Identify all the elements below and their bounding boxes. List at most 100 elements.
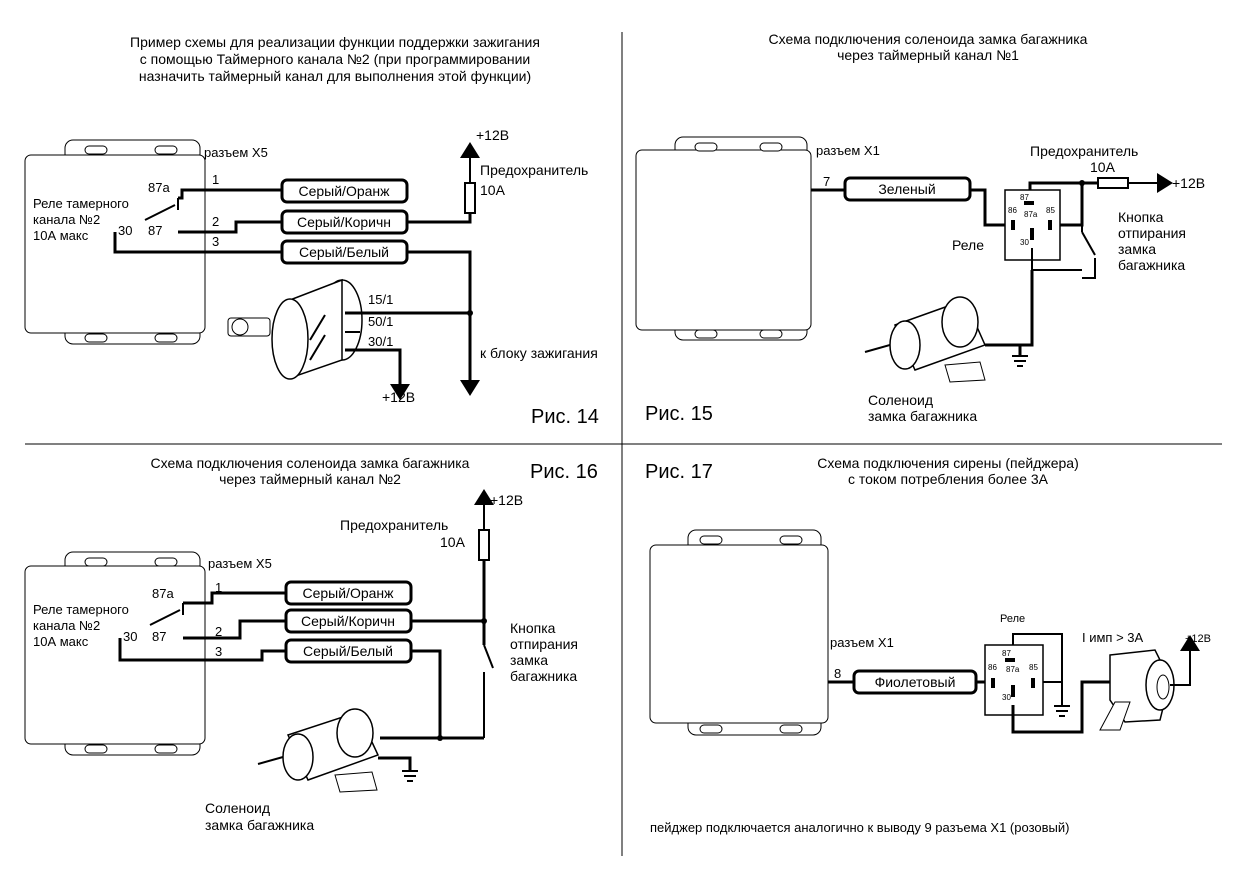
fig15-solenoid-label-1: Соленоид	[868, 392, 933, 408]
fig15-solenoid-label-2: замка багажника	[868, 408, 977, 424]
fig16-plus12v-label: +12В	[490, 492, 523, 508]
fig17-note: пейджер подключается аналогично к выводу…	[650, 820, 1069, 835]
fig16-button-label-1: Кнопка	[510, 620, 556, 636]
fig14-wire-label-1: Серый/Оранж	[298, 183, 390, 199]
fig14-relay-label-3: 10А макс	[33, 228, 89, 243]
fig16-relay-label-3: 10А макс	[33, 634, 89, 649]
fig14-relay-contact	[144, 198, 179, 221]
fig14-wire-2	[178, 220, 282, 234]
fig14-wire-num-3: 3	[212, 234, 219, 249]
fig14-title-line3: назначить таймерный канал для выполнения…	[139, 68, 531, 84]
fig16-wire-num-2: 2	[215, 624, 222, 639]
fig15-button-label-1: Кнопка	[1118, 209, 1164, 225]
fig17-relay-pin-85: 85	[1029, 663, 1038, 672]
fig14-title-line2: с помощью Таймерного канала №2 (при прог…	[140, 51, 531, 67]
fig16-wire-1	[183, 591, 286, 605]
fig16-ground-icon	[402, 770, 418, 782]
fig16-title-line1: Схема подключения соленоида замка багажн…	[151, 455, 470, 471]
fig17-relay-label: Реле	[1000, 613, 1025, 625]
fig15-ground-icon	[1012, 355, 1028, 367]
figure-15: Схема подключения соленоида замка багажн…	[635, 31, 1205, 425]
fig16-wire-label-2: Серый/Коричн	[301, 613, 395, 629]
fig14-fuse-value: 10А	[480, 182, 506, 198]
fig17-relay-pin-86: 86	[988, 663, 997, 672]
fig16-relay-label-2: канала №2	[33, 618, 100, 633]
fig16-wire-label-3: Серый/Белый	[303, 643, 393, 659]
fig16-relay-label-1: Реле тамерного	[33, 602, 129, 617]
fig14-pin-30: 30	[118, 223, 132, 238]
fig14-ignition-switch	[227, 278, 363, 380]
fig17-current-label: I имп > 3А	[1082, 630, 1144, 645]
fig16-fuse-value: 10А	[440, 534, 466, 550]
fig14-fuse	[464, 182, 476, 214]
fig16-connector-label: разъем X5	[208, 556, 272, 571]
fig14-relay-label-2: канала №2	[33, 212, 100, 227]
fig16-button-label-4: багажника	[510, 668, 577, 684]
fig15-title-line1: Схема подключения соленоида замка багажн…	[769, 31, 1088, 47]
fig15-button-label-4: багажника	[1118, 257, 1185, 273]
figure-17: Рис. 17 Схема подключения сирены (пейдже…	[645, 455, 1211, 835]
fig16-pin-30: 30	[123, 629, 137, 644]
fig15-control-unit	[635, 136, 812, 341]
fig16-solenoid	[257, 708, 380, 793]
fig16-solenoid-label-1: Соленоид	[205, 800, 270, 816]
fig16-title-line2: через таймерный канал №2	[219, 471, 401, 487]
figure-14: Пример схемы для реализации функции подд…	[24, 34, 599, 428]
fig14-wire-num-2: 2	[212, 214, 219, 229]
fig14-caption: Рис. 14	[531, 406, 599, 428]
fig17-caption: Рис. 17	[645, 461, 713, 483]
fig16-wire-2	[183, 619, 286, 640]
fig14-fuse-label: Предохранитель	[480, 162, 588, 178]
fig14-wire-label-box-1	[280, 178, 409, 204]
fig14-relay-label-1: Реле тамерного	[33, 196, 129, 211]
fig16-button-label-2: отпирания	[510, 636, 578, 652]
fig15-relay-pin-85: 85	[1046, 206, 1055, 215]
fig14-ign-pin-2: 50/1	[368, 314, 393, 329]
fig14-plus12v-label: +12В	[476, 127, 509, 143]
fig16-caption: Рис. 16	[530, 461, 598, 483]
fig15-relay-pin-87a: 87a	[1024, 210, 1038, 219]
fig16-control-unit	[24, 551, 206, 756]
fig14-pin-87a: 87a	[148, 180, 170, 195]
fig14-plus12v-bottom: +12В	[382, 389, 415, 405]
fig15-button-label-3: замка	[1118, 241, 1156, 257]
fig17-wire-label: Фиолетовый	[875, 674, 956, 690]
fig17-relay-pin-87a: 87a	[1006, 665, 1020, 674]
fig16-button-label-3: замка	[510, 652, 548, 668]
fig17-title-line2: с током потребления более 3А	[848, 471, 1049, 487]
fig16-solenoid-label-2: замка багажника	[205, 817, 314, 833]
fig15-plus12v-label: +12В	[1172, 175, 1205, 191]
fig15-button-label-2: отпирания	[1118, 225, 1186, 241]
fig16-fuse	[478, 529, 490, 561]
fig17-relay-pin-30: 30	[1002, 693, 1011, 702]
fig16-wire-3	[118, 638, 286, 662]
fig15-connector-label: разъем X1	[816, 143, 880, 158]
fig14-connector-label: разъем X5	[204, 145, 268, 160]
fig16-pin-87: 87	[152, 629, 166, 644]
fig14-to-ignition-label: к блоку зажигания	[480, 345, 598, 361]
fig16-pin-87a: 87a	[152, 586, 174, 601]
fig15-wire-num: 7	[823, 174, 830, 189]
fig14-ign-pin-3: 30/1	[368, 334, 393, 349]
fig15-relay-pin-30: 30	[1020, 238, 1029, 247]
fig14-ign-pin-1: 15/1	[368, 292, 393, 307]
fig17-plus12v-label: +12В	[1185, 633, 1211, 645]
siren-icon	[1099, 649, 1175, 731]
fig16-wire-num-1: 1	[215, 580, 222, 595]
fig17-ground-icon	[1054, 705, 1070, 717]
fig14-wire-label-box-2	[280, 209, 409, 235]
fig15-fuse-value: 10А	[1090, 159, 1116, 175]
fig14-title-line1: Пример схемы для реализации функции подд…	[130, 34, 540, 50]
fig14-wire-3	[113, 232, 282, 254]
fig15-wire-label: Зеленый	[878, 181, 935, 197]
fig16-fuse-label: Предохранитель	[340, 517, 448, 533]
fig16-wire-num-3: 3	[215, 644, 222, 659]
fig16-unlock-button	[483, 644, 494, 738]
fig17-connector-label: разъем X1	[830, 635, 894, 650]
fig15-caption: Рис. 15	[645, 403, 713, 425]
fig15-fuse	[1097, 177, 1129, 189]
fig17-title-line1: Схема подключения сирены (пейджера)	[817, 455, 1079, 471]
fig14-wire-num-1: 1	[212, 172, 219, 187]
fig15-relay-label: Реле	[952, 237, 984, 253]
